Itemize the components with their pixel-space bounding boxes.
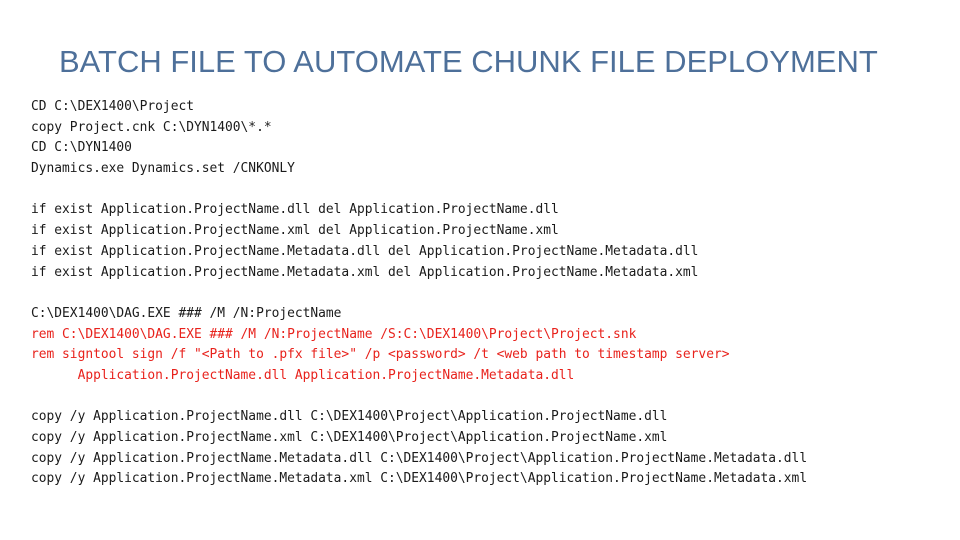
blank-line (31, 283, 807, 304)
code-line: if exist Application.ProjectName.dll del… (31, 202, 559, 218)
code-line: copy /y Application.ProjectName.xml C:\D… (31, 430, 668, 445)
blank-line (31, 387, 807, 408)
code-line: copy /y Application.ProjectName.dll C:\D… (31, 409, 668, 425)
code-line: if exist Application.ProjectName.Metadat… (31, 264, 699, 280)
batch-code-block: CD C:\DEX1400\Project copy Project.cnk C… (31, 97, 807, 490)
code-line: if exist Application.ProjectName.Metadat… (31, 243, 699, 259)
slide-title: BATCH FILE TO AUTOMATE CHUNK FILE DEPLOY… (59, 44, 878, 79)
code-line: C:\DEX1400\DAG.EXE ### /M /N:ProjectName (31, 305, 342, 321)
code-line: CD C:\DYN1400 (31, 140, 132, 156)
comment-line: rem signtool sign /f "<Path to .pfx file… (31, 347, 730, 363)
code-line: copy /y Application.ProjectName.Metadata… (31, 450, 808, 466)
code-line: copy Project.cnk C:\DYN1400\*.* (31, 119, 272, 135)
code-line: copy /y Application.ProjectName.Metadata… (31, 471, 808, 487)
code-line: Dynamics.exe Dynamics.set /CNKONLY (31, 161, 295, 177)
code-line: if exist Application.ProjectName.xml del… (31, 223, 559, 239)
code-line: CD C:\DEX1400\Project (31, 99, 194, 114)
comment-line: Application.ProjectName.dll Application.… (31, 367, 575, 383)
comment-line: rem C:\DEX1400\DAG.EXE ### /M /N:Project… (31, 326, 637, 342)
blank-line (31, 180, 807, 201)
